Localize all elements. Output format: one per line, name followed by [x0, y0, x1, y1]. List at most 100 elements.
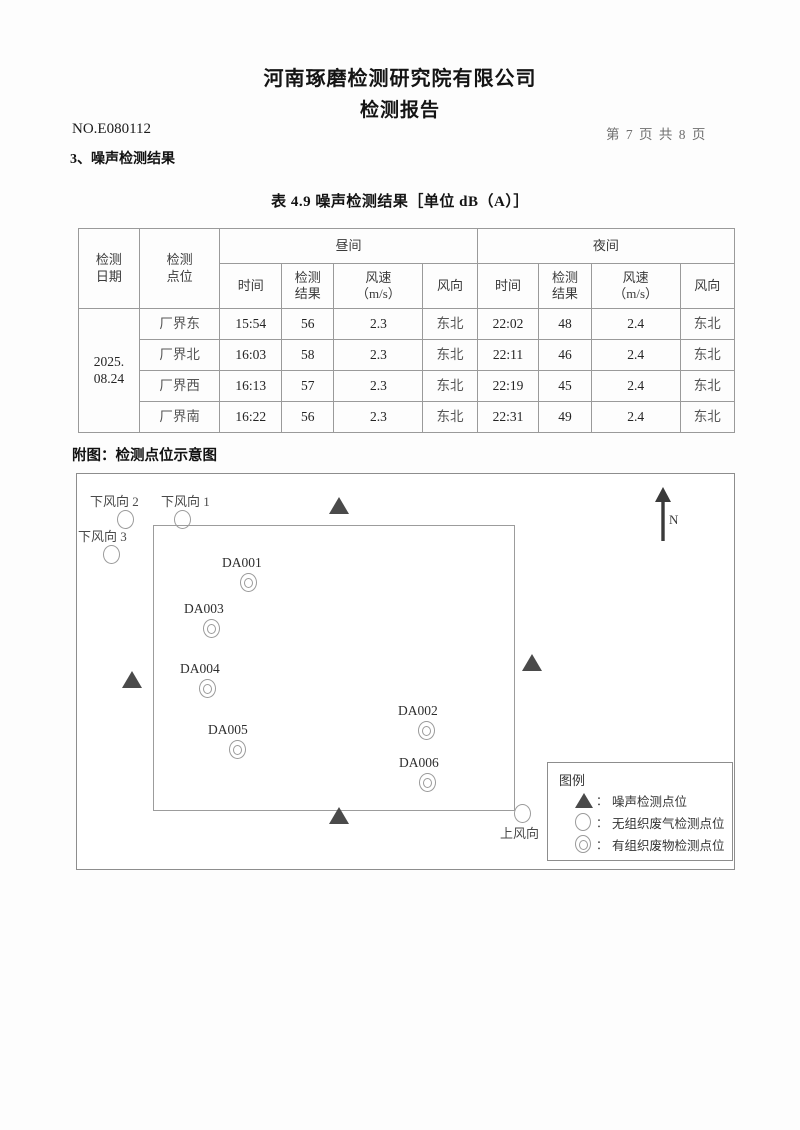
cell-site: 厂界南: [138, 401, 221, 433]
legend-label-noise: 噪声检测点位: [612, 794, 688, 809]
cell-night-winddir: 东北: [679, 339, 736, 371]
cell-day-time: 16:13: [219, 370, 283, 402]
downwind-1-label: 下风向 1: [161, 494, 210, 509]
downwind-3-marker-icon: [103, 545, 120, 564]
cell-night-windspeed: 2.4: [590, 370, 681, 402]
cell-day-time: 15:54: [219, 308, 283, 340]
cell-day-winddir: 东北: [422, 339, 478, 371]
col-header-date: 检测 日期: [78, 228, 140, 309]
table-caption: 表 4.9 噪声检测结果［单位 dB（A）］: [271, 194, 529, 210]
point-label-da001: DA001: [222, 555, 262, 570]
north-label: N: [669, 512, 679, 527]
cell-day-windspeed: 2.3: [333, 339, 424, 371]
col-header-night-result: 检测 结果: [538, 263, 592, 309]
cell-day-winddir: 东北: [422, 370, 478, 402]
cell-day-result: 57: [281, 370, 335, 402]
cell-night-time: 22:02: [476, 308, 540, 340]
cell-day-winddir: 东北: [422, 308, 478, 340]
legend-label-organized-waste: 有组织废物检测点位: [612, 838, 725, 853]
map-legend: 图例 ： 噪声检测点位 ： 无组织废气检测点位 ： 有组织废物检测点位: [547, 762, 733, 861]
downwind-3-label: 下风向 3: [78, 529, 127, 544]
cell-night-time: 22:19: [476, 370, 540, 402]
col-header-night-windspeed: 风速 （m/s）: [590, 263, 681, 309]
table-row: 2025. 08.24 厂界东 15:54 56 2.3 东北 22:02 48…: [78, 308, 736, 433]
table-row: 厂界北 16:03 58 2.3 东北 22:11 46 2.4 东北: [79, 339, 736, 371]
sample-point-da003-icon: [203, 619, 220, 638]
cell-night-result: 48: [538, 308, 592, 340]
cell-day-winddir: 东北: [422, 401, 478, 433]
sample-point-da002-icon: [418, 721, 435, 740]
cell-night-time: 22:31: [476, 401, 540, 433]
table-row: 厂界南 16:22 56 2.3 东北 22:31 49 2.4 东北: [79, 401, 736, 433]
col-header-day-windspeed: 风速 （m/s）: [333, 263, 424, 309]
noise-results-table: 检测 日期 检测 点位 昼间 夜间 时间 检测 结果 风速 （m/s）: [78, 228, 736, 433]
cell-night-windspeed: 2.4: [590, 401, 681, 433]
col-header-night-winddir: 风向: [679, 263, 736, 309]
section-heading: 3、噪声检测结果: [70, 152, 175, 167]
cell-day-result: 56: [281, 401, 335, 433]
sample-point-da005-icon: [229, 740, 246, 759]
cell-night-result: 45: [538, 370, 592, 402]
legend-double-circle-icon: [574, 834, 596, 854]
cell-day-time: 16:03: [219, 339, 283, 371]
monitoring-site-map: N 下风向 2 下风向 1 下风向 3 上风向 DA001 DA003 DA00…: [76, 473, 735, 870]
upwind-marker-icon: [514, 804, 531, 823]
col-header-site: 检测 点位: [138, 228, 221, 309]
cell-night-result: 49: [538, 401, 592, 433]
legend-colon: ：: [596, 837, 609, 852]
legend-item-fugitive-gas: ： 无组织废气检测点位: [574, 812, 725, 832]
sample-point-da001-icon: [240, 573, 257, 592]
legend-circle-icon: [574, 812, 596, 832]
legend-colon: ：: [596, 815, 609, 830]
cell-day-time: 16:22: [219, 401, 283, 433]
table-row: 厂界西 16:13 57 2.3 东北 22:19 45 2.4 东北: [79, 370, 736, 402]
cell-day-result: 56: [281, 308, 335, 340]
cell-date: 2025. 08.24: [78, 308, 140, 433]
noise-point-north-icon: [329, 497, 349, 514]
cell-day-windspeed: 2.3: [333, 308, 424, 340]
cell-night-winddir: 东北: [679, 370, 736, 402]
downwind-2-label: 下风向 2: [90, 494, 139, 509]
north-arrow-icon: [655, 487, 671, 541]
col-header-nighttime: 夜间: [476, 228, 736, 264]
cell-day-windspeed: 2.3: [333, 370, 424, 402]
legend-label-fugitive-gas: 无组织废气检测点位: [612, 816, 725, 831]
legend-item-organized-waste: ： 有组织废物检测点位: [574, 834, 725, 854]
legend-colon: ：: [596, 793, 609, 808]
noise-point-south-icon: [329, 807, 349, 824]
cell-site: 厂界西: [138, 370, 221, 402]
col-header-day-time: 时间: [219, 263, 283, 309]
point-label-da006: DA006: [399, 755, 439, 770]
report-title: 检测报告: [359, 100, 440, 121]
cell-night-winddir: 东北: [679, 308, 736, 340]
upwind-label: 上风向: [500, 826, 540, 841]
downwind-2-marker-icon: [117, 510, 134, 529]
legend-item-noise: ： 噪声检测点位: [574, 790, 687, 810]
page-number: 第 7 页 共 8 页: [606, 127, 707, 142]
sample-point-da004-icon: [199, 679, 216, 698]
cell-day-windspeed: 2.3: [333, 401, 424, 433]
col-header-daytime: 昼间: [219, 228, 478, 264]
figure-caption: 附图：检测点位示意图: [72, 448, 217, 464]
legend-title: 图例: [559, 773, 586, 788]
legend-triangle-icon: [574, 790, 596, 810]
downwind-1-marker-icon: [174, 510, 191, 529]
noise-point-east-icon: [522, 654, 542, 671]
cell-night-windspeed: 2.4: [590, 339, 681, 371]
noise-point-west-icon: [122, 671, 142, 688]
col-header-night-time: 时间: [476, 263, 540, 309]
cell-day-result: 58: [281, 339, 335, 371]
cell-site: 厂界东: [138, 308, 221, 340]
cell-night-result: 46: [538, 339, 592, 371]
cell-night-winddir: 东北: [679, 401, 736, 433]
company-title: 河南琢磨检测研究院有限公司: [263, 68, 537, 90]
col-header-day-result: 检测 结果: [281, 263, 335, 309]
col-header-day-winddir: 风向: [422, 263, 478, 309]
point-label-da002: DA002: [398, 703, 438, 718]
point-label-da003: DA003: [184, 601, 224, 616]
cell-site: 厂界北: [138, 339, 221, 371]
report-number: NO.E080112: [72, 121, 152, 137]
cell-night-time: 22:11: [476, 339, 540, 371]
point-label-da004: DA004: [180, 661, 220, 676]
